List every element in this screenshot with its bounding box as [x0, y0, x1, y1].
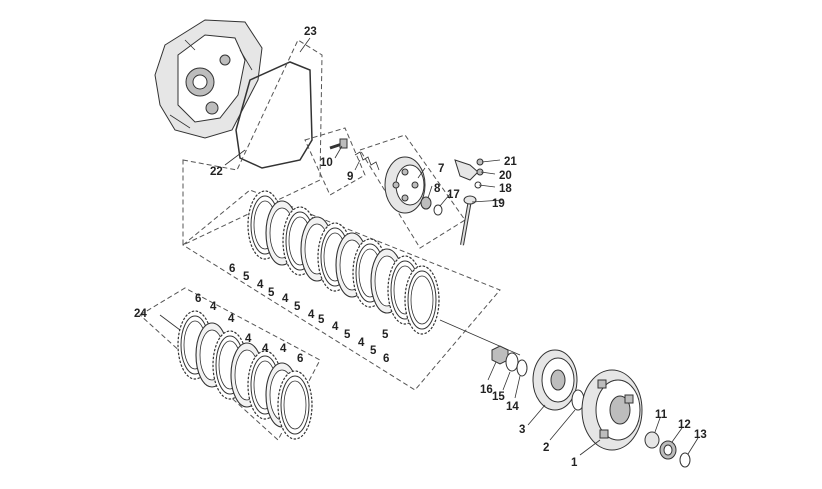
release-bearing [420, 196, 443, 216]
callout-4: 4 [257, 279, 264, 291]
needle-bearing [659, 440, 677, 460]
callout-4: 4 [282, 293, 289, 305]
callout-24: 24 [134, 308, 147, 320]
callout-4: 4 [245, 333, 252, 345]
pressure-plate [384, 156, 426, 214]
basket-sleeve [644, 431, 660, 449]
callout-4: 4 [228, 313, 235, 325]
callout-20: 20 [499, 170, 512, 182]
push-rod [460, 195, 477, 246]
spare-disc-kit [177, 310, 313, 440]
group-outlines [139, 39, 501, 441]
hub-nut-and-washers [491, 345, 528, 377]
clutch-hub [532, 349, 578, 411]
callout-4: 4 [210, 301, 217, 313]
callout-4: 4 [280, 343, 287, 355]
callout-labels: 1 2 3 4 4 4 4 4 4 4 4 4 4 5 5 5 5 5 5 5 … [134, 26, 707, 469]
callout-18: 18 [499, 183, 512, 195]
leader-lines [159, 37, 699, 456]
callout-4: 4 [262, 343, 269, 355]
callout-4: 4 [332, 321, 339, 333]
spring-and-bolt [329, 138, 380, 171]
callout-23: 23 [304, 26, 317, 38]
callout-9: 9 [347, 171, 353, 183]
callout-12: 12 [678, 419, 691, 431]
callout-6: 6 [297, 353, 303, 365]
callout-19: 19 [492, 198, 505, 210]
callout-7: 7 [438, 163, 444, 175]
callout-3: 3 [519, 424, 525, 436]
callout-16: 16 [480, 384, 493, 396]
callout-5: 5 [344, 329, 351, 341]
callout-4: 4 [308, 309, 315, 321]
callout-5: 5 [382, 329, 389, 341]
callout-2: 2 [543, 442, 549, 454]
callout-5: 5 [268, 287, 275, 299]
callout-14: 14 [506, 401, 519, 413]
callout-5: 5 [370, 345, 377, 357]
callout-21: 21 [504, 156, 517, 168]
callout-6: 6 [229, 263, 235, 275]
callout-8: 8 [434, 183, 441, 195]
callout-5: 5 [294, 301, 301, 313]
callout-1: 1 [571, 457, 578, 469]
callout-11: 11 [655, 409, 668, 421]
callout-6: 6 [195, 293, 201, 305]
end-washer [679, 452, 691, 468]
callout-5: 5 [243, 271, 250, 283]
callout-5: 5 [318, 314, 325, 326]
clutch-basket [581, 369, 643, 451]
release-lever [454, 158, 484, 189]
engine-cover [154, 19, 263, 139]
callout-6: 6 [383, 353, 389, 365]
callout-4: 4 [358, 337, 365, 349]
callout-15: 15 [492, 391, 505, 403]
callout-17: 17 [447, 189, 460, 201]
callout-13: 13 [694, 429, 707, 441]
callout-22: 22 [210, 166, 223, 178]
callout-10: 10 [320, 157, 333, 169]
cover-gasket [235, 61, 313, 169]
